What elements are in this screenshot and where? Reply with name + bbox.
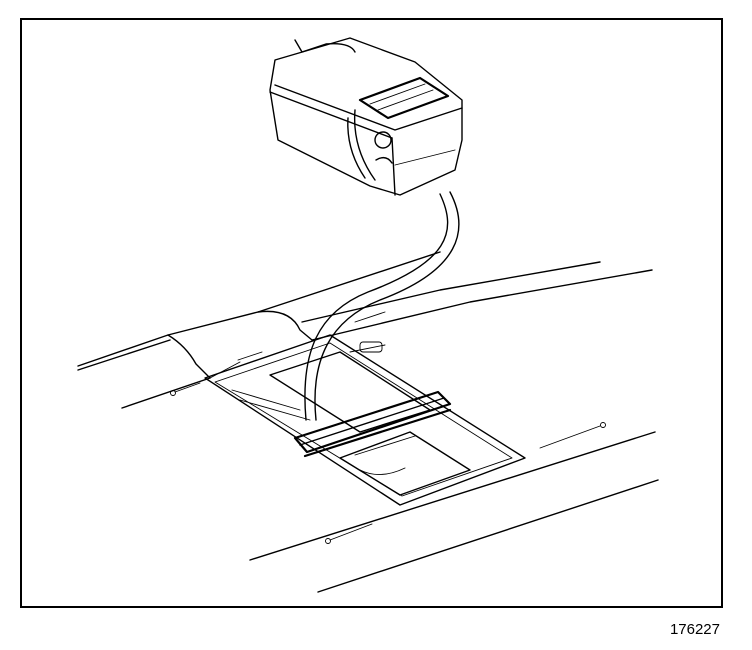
illustration-frame: [20, 18, 723, 608]
floor-pan: [77, 251, 659, 593]
fuel-line: [304, 191, 460, 421]
fuel-tank: [269, 37, 463, 196]
mounting-frame: [204, 334, 526, 506]
crossmember: [293, 390, 452, 458]
figure-number: 176227: [669, 621, 720, 638]
fasteners: [170, 311, 606, 544]
